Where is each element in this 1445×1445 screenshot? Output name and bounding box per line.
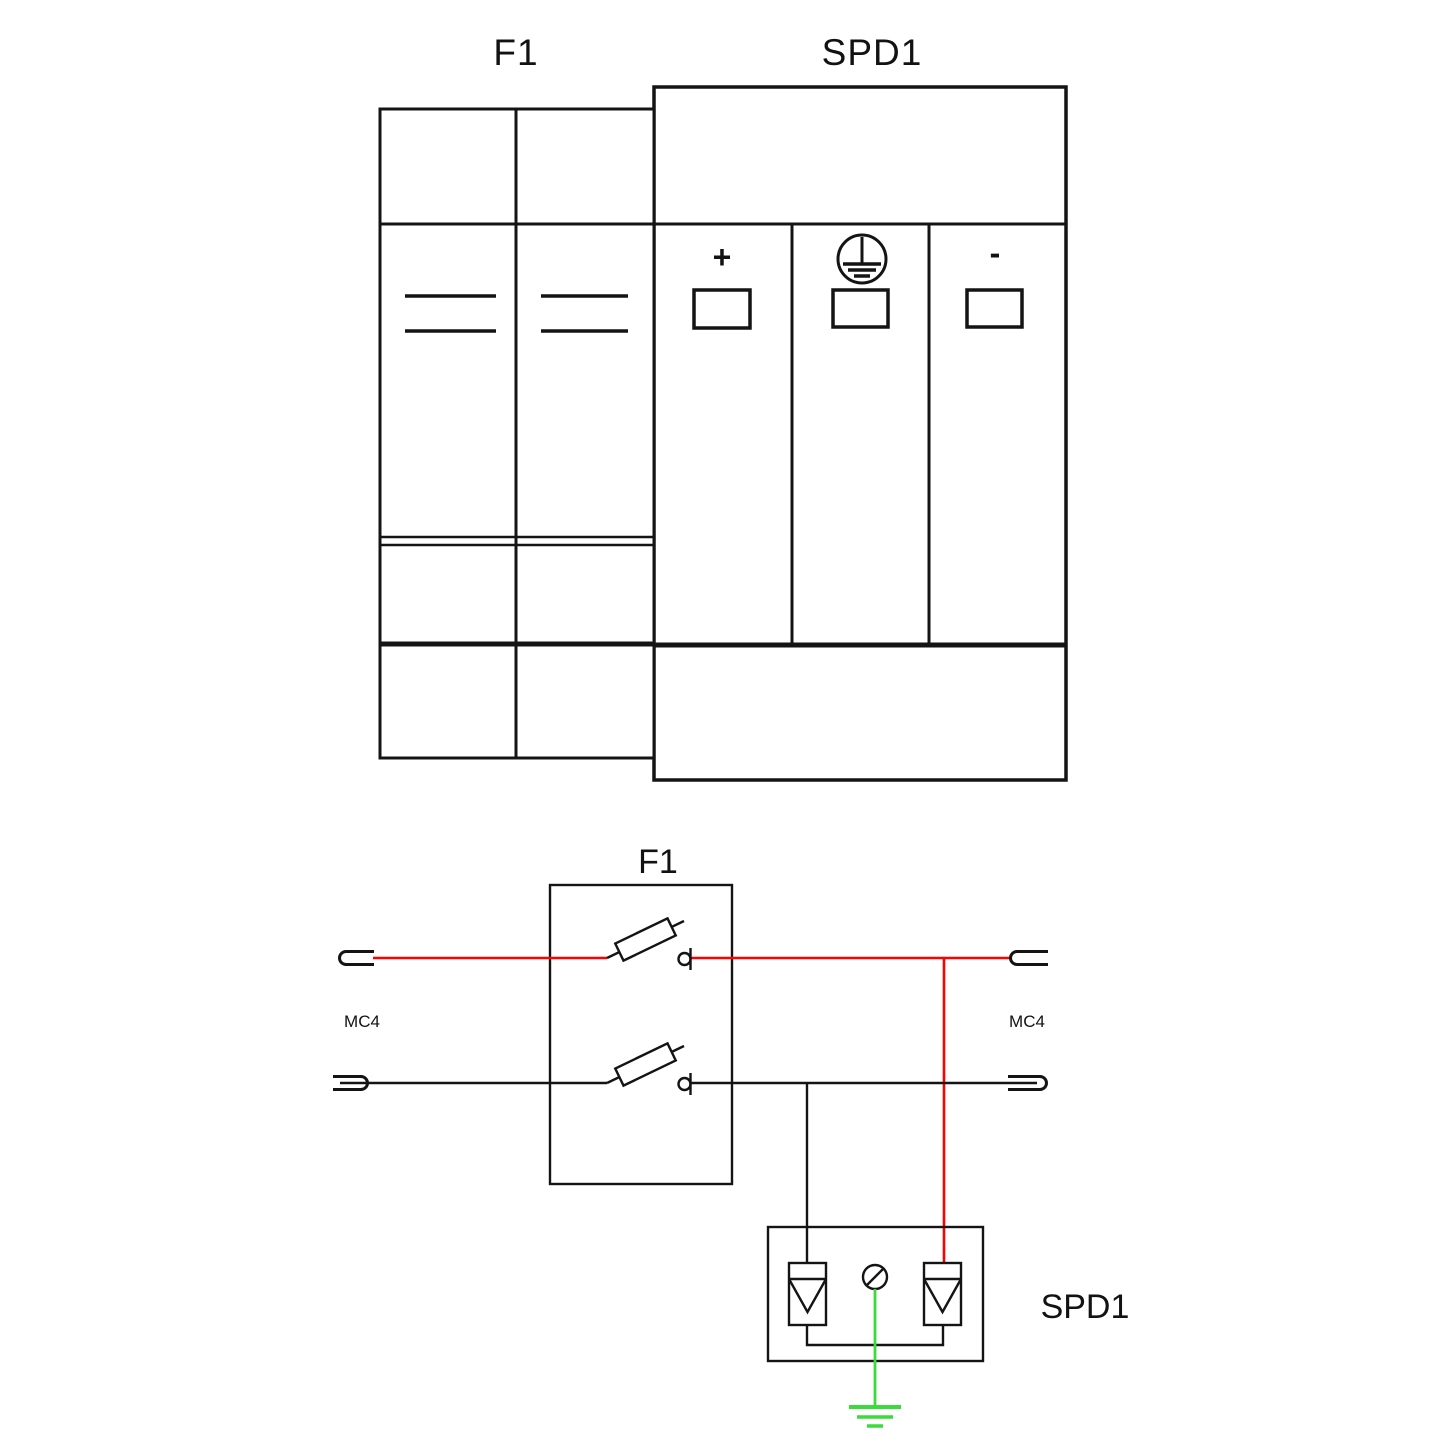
fuse-link-mark-icon bbox=[541, 294, 628, 333]
protective-earth-icon bbox=[836, 233, 888, 285]
fuse-icon bbox=[606, 916, 692, 970]
mc4-connector-icon bbox=[1009, 950, 1048, 966]
spd1-plus-terminal-label: + bbox=[713, 239, 732, 275]
mc4-connector-icon bbox=[1008, 1075, 1048, 1091]
fuse-icon bbox=[606, 1041, 692, 1095]
mc4-left-label: MC4 bbox=[344, 1012, 380, 1031]
spd1-minus-terminal-label: - bbox=[990, 235, 1001, 271]
status-indicator-window bbox=[831, 288, 890, 329]
status-indicator-window bbox=[692, 288, 752, 330]
mc4-right-label: MC4 bbox=[1009, 1012, 1045, 1031]
mc4-connector-icon bbox=[338, 950, 374, 966]
schematic-f1-label: F1 bbox=[638, 843, 678, 881]
f1-device bbox=[378, 107, 656, 760]
schematic-spd1-label: SPD1 bbox=[1041, 1288, 1130, 1326]
spd1-device: + - bbox=[652, 85, 1068, 782]
f1-device-label: F1 bbox=[493, 32, 538, 73]
spd1-device-outline bbox=[652, 85, 1068, 782]
spd1-device-label: SPD1 bbox=[822, 32, 923, 73]
negative-wire bbox=[340, 1081, 1037, 1263]
positive-wire bbox=[373, 956, 1011, 1263]
earth-ground-icon bbox=[849, 1405, 901, 1428]
surge-arrester-icon bbox=[922, 1261, 963, 1327]
fuse-link-mark-icon bbox=[405, 294, 496, 333]
status-indicator-window bbox=[965, 288, 1024, 329]
mc4-connector-icon bbox=[333, 1075, 369, 1091]
screw-terminal-icon bbox=[861, 1263, 889, 1291]
surge-arrester-icon bbox=[787, 1261, 828, 1327]
schematic-spd1 bbox=[766, 1225, 985, 1363]
